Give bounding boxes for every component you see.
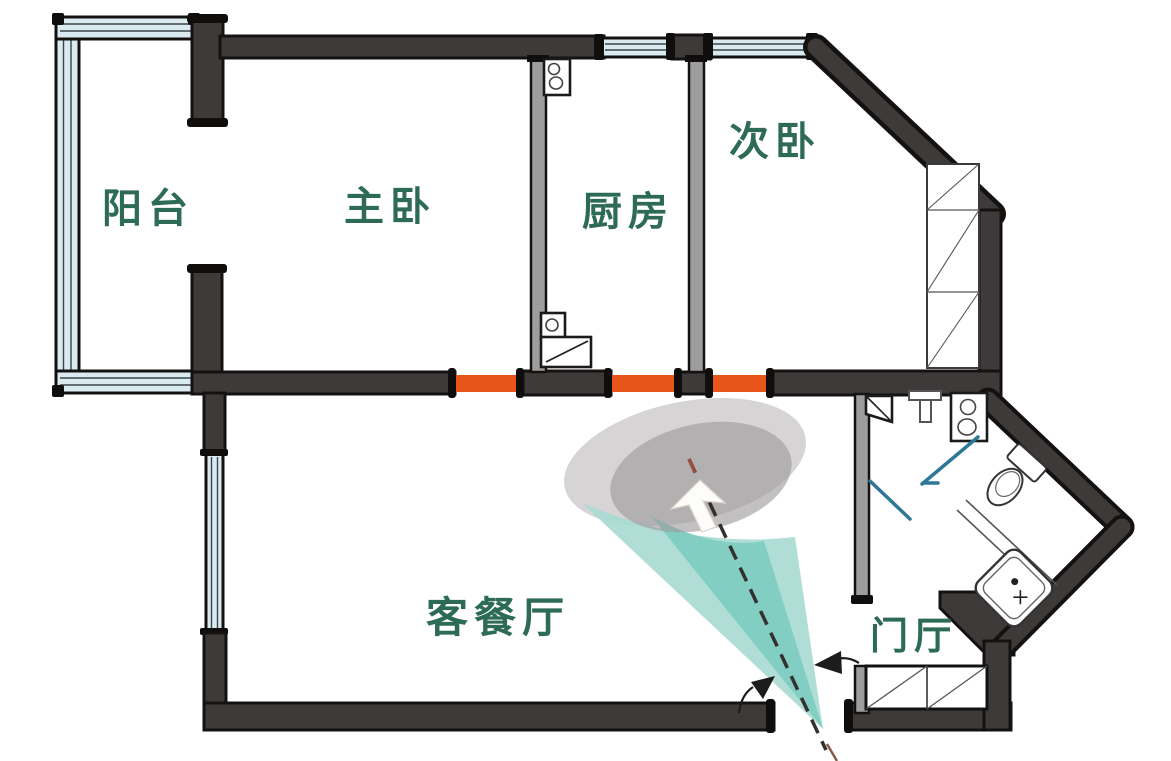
swing-arrowhead-right-icon	[814, 651, 842, 674]
bathroom-corner-shelf	[864, 394, 894, 424]
label-balcony: 阳台	[102, 186, 194, 232]
bathroom-washing-machine	[949, 391, 989, 443]
outer-walls	[187, 14, 1135, 733]
wall-bottom-left	[202, 701, 776, 732]
wall-highlight-orange-2	[611, 375, 680, 392]
view-direction-arrow-icon	[669, 479, 727, 533]
window-top-kitchen	[600, 36, 674, 59]
entry-shoe-cabinet	[864, 664, 989, 711]
bathroom-wall-sink	[908, 390, 942, 423]
window-top-bedroom2	[708, 36, 814, 59]
wall-balcony-pillar-top	[190, 15, 225, 125]
view-ellipse-dark	[610, 421, 792, 533]
wall-right-bedroom2	[977, 208, 1003, 396]
wall-mid-right	[771, 369, 1003, 397]
entry-basin-counter	[956, 499, 1058, 628]
wall-bath-left	[853, 392, 871, 604]
bedroom2-wardrobe	[926, 163, 980, 369]
label-kitchen: 厨房	[582, 189, 674, 235]
swing-arrowhead-left-icon	[751, 676, 775, 699]
window-living-left	[204, 452, 225, 633]
label-master-bedroom: 主卧	[344, 184, 436, 230]
wall-highlight-orange-3	[711, 375, 773, 392]
wall-highlight-orange-1	[455, 375, 523, 392]
wall-mid-left	[190, 370, 457, 396]
sight-line-tail	[825, 743, 839, 761]
wall-living-left-top	[202, 391, 227, 456]
bathroom-toilet	[986, 443, 1047, 507]
kitchen-stove-unit	[542, 57, 572, 97]
label-second-bedroom: 次卧	[729, 119, 821, 165]
wall-top-master	[218, 34, 606, 60]
wall-kitchen-right	[687, 56, 706, 374]
view-cone-inner	[651, 516, 823, 729]
balcony-window-walls	[52, 13, 200, 397]
sight-dashed-line	[687, 458, 828, 751]
door-swing-arrows	[737, 651, 860, 714]
kitchen-sink-unit	[539, 311, 593, 369]
view-cone-annotation	[564, 397, 839, 761]
wall-mid-seg2	[521, 369, 613, 397]
label-living-dining: 客餐厅	[426, 593, 570, 642]
bathroom-shower-screens	[868, 435, 980, 521]
room-labels: 阳台 主卧 厨房 次卧 客餐厅 门厅	[102, 119, 958, 658]
label-entry-hall: 门厅	[870, 614, 958, 658]
